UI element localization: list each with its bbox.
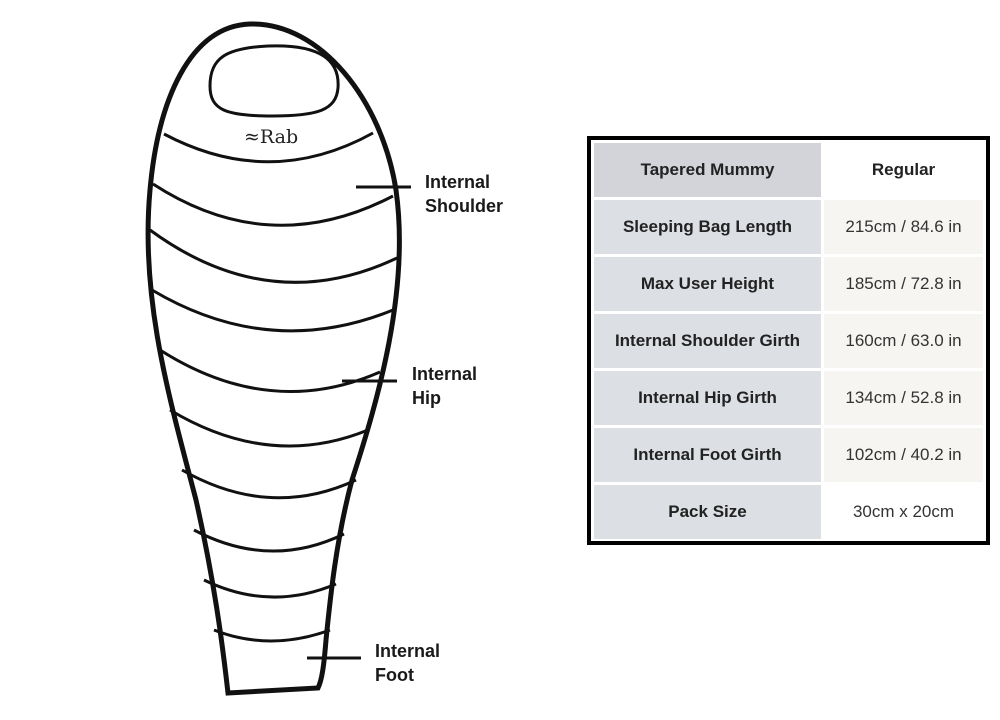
spec-table: Tapered Mummy Regular Sleeping Bag Lengt… [587, 136, 990, 545]
table-header-row: Tapered Mummy Regular [594, 143, 983, 197]
row-value: 160cm / 63.0 in [824, 314, 983, 368]
row-label: Pack Size [594, 485, 824, 539]
row-value: 102cm / 40.2 in [824, 428, 983, 482]
row-label: Sleeping Bag Length [594, 200, 824, 254]
table-row: Max User Height 185cm / 72.8 in [594, 257, 983, 311]
label-line: Internal [412, 364, 478, 384]
row-value: 134cm / 52.8 in [824, 371, 983, 425]
label-line: Hip [412, 388, 441, 408]
label-line: Foot [375, 665, 414, 685]
row-label: Max User Height [594, 257, 824, 311]
bag-outline [145, 21, 402, 696]
label-line: Internal [375, 641, 441, 661]
row-value: 185cm / 72.8 in [824, 257, 983, 311]
table-row: Pack Size 30cm x 20cm [594, 485, 983, 539]
table-row: Internal Hip Girth 134cm / 52.8 in [594, 371, 983, 425]
label-internal-hip: Internal Hip [412, 362, 477, 410]
header-label: Tapered Mummy [594, 143, 824, 197]
label-line: Shoulder [425, 196, 504, 216]
row-label: Internal Foot Girth [594, 428, 824, 482]
header-value: Regular [824, 143, 983, 197]
table-row: Internal Shoulder Girth 160cm / 63.0 in [594, 314, 983, 368]
table-row: Sleeping Bag Length 215cm / 84.6 in [594, 200, 983, 254]
brand-logo: ≈Rab [244, 126, 298, 148]
label-internal-foot: Internal Foot [375, 639, 440, 687]
table-row: Internal Foot Girth 102cm / 40.2 in [594, 428, 983, 482]
row-value: 30cm x 20cm [824, 485, 983, 539]
row-label: Internal Hip Girth [594, 371, 824, 425]
hood-opening [208, 44, 340, 118]
row-label: Internal Shoulder Girth [594, 314, 824, 368]
row-value: 215cm / 84.6 in [824, 200, 983, 254]
label-internal-shoulder: Internal Shoulder [425, 170, 503, 218]
label-line: Internal [425, 172, 491, 192]
